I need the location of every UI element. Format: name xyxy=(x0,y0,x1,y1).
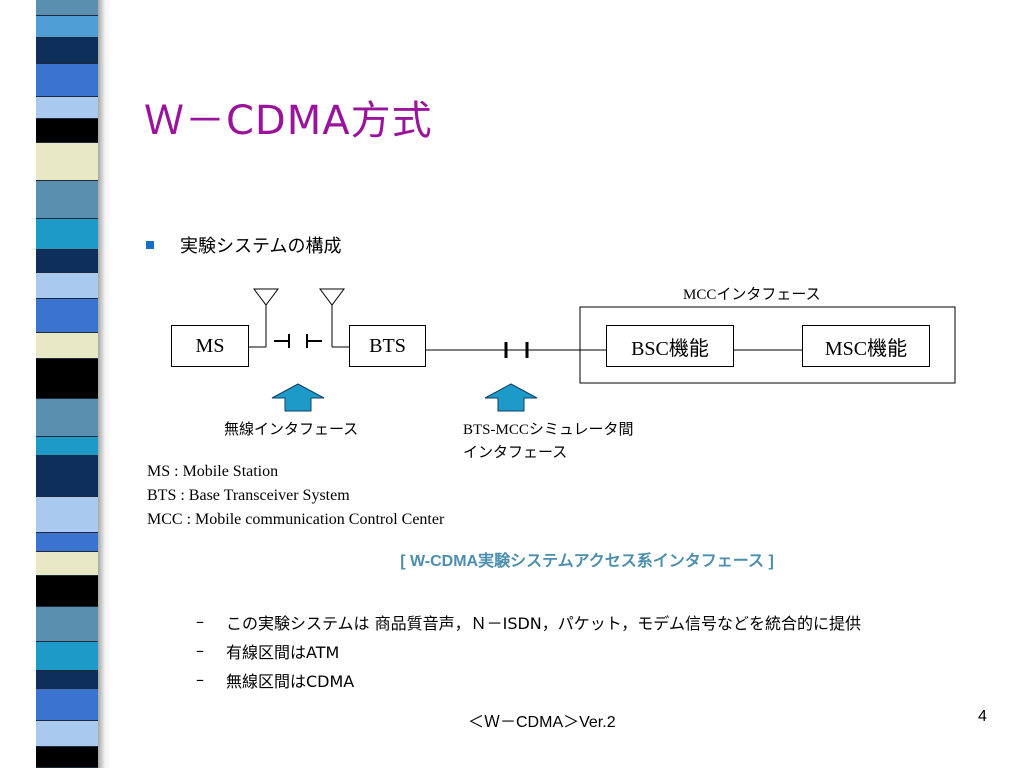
main-bullet-text: 実験システムの構成 xyxy=(180,236,342,257)
bts-mcc-interface-label-line2: インタフェース xyxy=(463,445,568,461)
abbreviation-bts: BTS : Base Transceiver System xyxy=(147,487,350,504)
sub-bullet-list: – この実験システムは 商品質音声，Ｎ－ISDN，パケット，モデム信号などを統合… xyxy=(196,607,861,694)
abbreviation-ms: MS : Mobile Station xyxy=(147,463,279,480)
main-bullet: 実験システムの構成 xyxy=(146,232,341,258)
bts-box: BTS xyxy=(349,325,426,367)
figure-caption-text: [ W-CDMA実験システムアクセス系インタフェース ] xyxy=(400,553,774,570)
ms-antenna-icon xyxy=(253,288,279,306)
radio-interface-arrow xyxy=(271,383,325,412)
stripe-shadow xyxy=(98,0,112,768)
bts-mcc-interface-label-line1: BTS-MCCシミュレータ間 xyxy=(463,422,634,438)
footer-title: ＜Ｗ－CDMA＞Ver.2 xyxy=(468,714,616,731)
bsc-box: BSC機能 xyxy=(606,325,734,367)
up-arrow-icon xyxy=(484,383,538,412)
bts-mcc-interface-arrow xyxy=(484,383,538,412)
slide-title: Ｗ－CDMA方式 xyxy=(144,98,433,144)
mcc-interface-label: MCCインタフェース xyxy=(683,287,821,303)
page-number: 4 xyxy=(978,708,987,725)
square-bullet-icon xyxy=(146,241,154,249)
radio-link-symbol xyxy=(274,334,322,348)
ms-antenna xyxy=(249,288,279,348)
bts-antenna-icon xyxy=(319,288,345,306)
radio-interface-label: 無線インタフェース xyxy=(224,422,359,438)
sub-bullet-text: 有線区間はATM xyxy=(226,642,340,662)
msc-box: MSC機能 xyxy=(802,325,930,367)
dash-marker: – xyxy=(196,670,204,689)
figure-caption: [ W-CDMA実験システムアクセス系インタフェース ] xyxy=(0,547,1024,571)
up-arrow-icon xyxy=(271,383,325,412)
sub-bullet-text: 無線区間はCDMA xyxy=(226,671,355,691)
decorative-stripe-bar xyxy=(36,0,98,768)
list-item: – 無線区間はCDMA xyxy=(196,665,861,694)
sub-bullet-text: この実験システムは 商品質音声，Ｎ－ISDN，パケット，モデム信号などを統合的に… xyxy=(226,613,861,633)
dash-marker: – xyxy=(196,641,204,660)
bts-antenna xyxy=(319,288,349,348)
left-margin xyxy=(0,0,36,768)
ms-box: MS xyxy=(171,325,249,367)
dash-marker: – xyxy=(196,612,204,631)
abbreviation-mcc: MCC : Mobile communication Control Cente… xyxy=(147,511,445,528)
list-item: – 有線区間はATM xyxy=(196,636,861,665)
abbreviation-list: MS : Mobile Station BTS : Base Transceiv… xyxy=(147,460,444,532)
list-item: – この実験システムは 商品質音声，Ｎ－ISDN，パケット，モデム信号などを統合… xyxy=(196,607,861,636)
bts-mcc-link-symbol xyxy=(504,342,529,358)
